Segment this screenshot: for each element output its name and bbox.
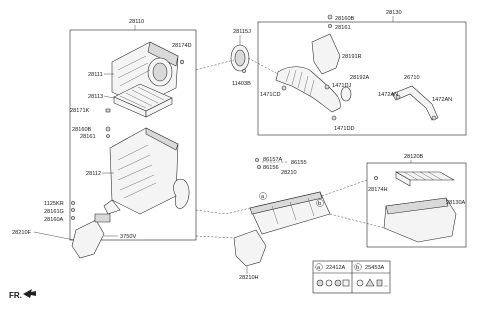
clip-3750V	[94, 213, 111, 223]
bracket-28210F	[71, 219, 105, 259]
intake-hose-group-box	[257, 21, 467, 136]
legend-code-22412A: 22412A	[326, 265, 346, 271]
air-cleaner-body	[103, 127, 179, 215]
label-1472AN-a: 1472AN	[378, 92, 398, 98]
fr-arrow-icon	[23, 289, 36, 298]
leader-28210F	[33, 231, 75, 241]
filter-pleats-right	[403, 171, 443, 181]
label-1125KR: 1125KR	[44, 201, 64, 207]
filter-element-right-front	[395, 171, 411, 187]
bolt-28160B-right	[327, 14, 333, 20]
bolt-28160B-left	[105, 126, 111, 132]
washer-28161-left	[106, 134, 110, 138]
label-28174D: 28174D	[172, 43, 192, 49]
label-28113: 28113	[88, 94, 103, 100]
washer-28161-right	[328, 24, 332, 28]
connector-center-right	[329, 213, 385, 229]
label-28171K: 28171K	[70, 108, 90, 114]
callout-a-diagram	[259, 192, 267, 200]
legend-callout-a-text: a	[317, 265, 321, 271]
label-28210F: 28210F	[12, 230, 32, 236]
filter-housing-top	[385, 197, 449, 215]
label-3750V: 3750V	[120, 234, 136, 240]
air-duct-28210H	[233, 229, 267, 267]
connector-center-right-top	[321, 179, 368, 197]
air-filter-element	[113, 83, 173, 118]
connector-body-lower	[195, 235, 235, 239]
label-1471CD: 1471CD	[260, 92, 281, 98]
clamp-1471CD	[281, 85, 287, 91]
legend-callout-b-text: b	[356, 265, 359, 271]
fr-label: FR.	[9, 291, 22, 300]
bolt-1125KR	[71, 201, 75, 205]
connector-body-center	[195, 207, 251, 215]
hose-ribs	[285, 69, 315, 97]
legend-code-25453A: 25453A	[365, 265, 385, 271]
label-28115J: 28115J	[233, 29, 251, 35]
label-28130A: 28130A	[446, 200, 466, 206]
duct-28115J	[230, 44, 250, 73]
callout-a-diagram-text: a	[261, 194, 265, 200]
label-28210H: 28210H	[239, 275, 259, 281]
filter-group-box	[366, 162, 467, 248]
label-11403B: 11403B	[232, 81, 251, 87]
leader-28113	[103, 95, 115, 99]
gasket-ring	[173, 178, 190, 209]
clamp-1472AN-a	[395, 94, 401, 100]
label-26710: 26710	[404, 75, 420, 81]
clamp-1472AN-b	[431, 115, 437, 121]
bolt-28174D	[179, 59, 185, 65]
label-1471DJ: 1471DJ	[332, 83, 351, 89]
label-28161-right: 28161	[335, 25, 351, 31]
label-28192A: 28192A	[350, 75, 370, 81]
label-28160B-left: 28160B	[72, 127, 92, 133]
group-label-28210: 28210	[281, 170, 297, 176]
label-28174H: 28174H	[368, 187, 388, 193]
legend-icon-row-a	[316, 279, 350, 287]
label-28161G: 28161G	[44, 209, 64, 215]
label-28160A: 28160A	[44, 217, 64, 223]
bolt-86157A	[255, 158, 259, 162]
group-label-28110: 28110	[129, 19, 144, 25]
label-28112: 28112	[86, 171, 101, 177]
breather-hose-26710	[391, 85, 439, 121]
bolt-28160A	[71, 216, 75, 220]
clamp-1471DD	[331, 115, 337, 121]
connector-cover-duct	[195, 59, 235, 71]
air-cleaner-group-box	[69, 29, 197, 241]
grommet-28161G	[71, 208, 75, 212]
legend-callout-b	[354, 263, 362, 271]
group-label-28130: 28130	[386, 10, 402, 16]
air-duct-ribs	[271, 197, 315, 225]
group-label-28120B: 28120B	[404, 154, 424, 160]
clip-86156	[257, 165, 261, 169]
clip-28174H	[374, 176, 378, 180]
clamp-28192A	[340, 86, 352, 102]
label-86157A: 86157A	[263, 157, 283, 163]
legend-callout-a	[315, 263, 323, 271]
callout-b-diagram	[316, 199, 324, 207]
label-28111: 28111	[88, 72, 103, 78]
air-duct-top	[249, 191, 323, 215]
label-86155: 86155	[291, 160, 307, 166]
callout-b-diagram-text: b	[318, 201, 321, 207]
label-1472AN-b: 1472AN	[432, 97, 452, 103]
intake-hose	[275, 66, 341, 113]
label-28161-left: 28161	[80, 134, 96, 140]
label-28160B-right: 28160B	[335, 16, 355, 22]
clip-28171K	[105, 108, 111, 113]
label-28191R: 28191R	[342, 54, 362, 60]
legend-box	[312, 260, 391, 294]
connector-duct-hose	[247, 57, 279, 75]
legend-icon-row-b	[356, 278, 388, 287]
resonator-28191R	[311, 33, 341, 75]
clamp-1471DJ	[324, 84, 330, 90]
label-86156: 86156	[263, 165, 279, 171]
label-1471DD: 1471DD	[334, 126, 355, 132]
